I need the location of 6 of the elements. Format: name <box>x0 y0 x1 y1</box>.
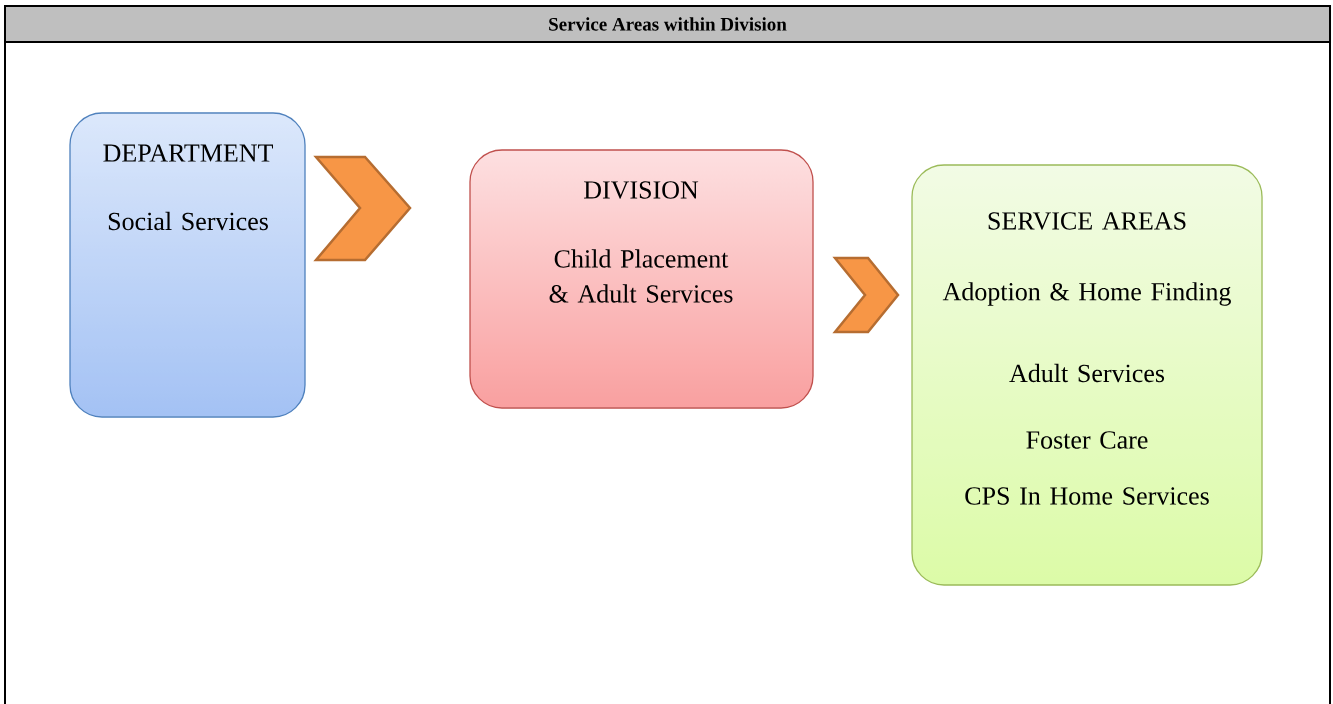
chevron-arrow <box>832 256 900 334</box>
process-box: SERVICE AREAS Adoption & Home Finding Adult Services Foster Care CPS In Home Services <box>911 164 1263 586</box>
title-bar: Service Areas within Division <box>4 5 1331 43</box>
process-box: DIVISION Child Placement & Adult Services <box>469 149 814 409</box>
process-box: DEPARTMENT Social Services <box>69 112 306 418</box>
chevron-arrow <box>313 155 412 262</box>
